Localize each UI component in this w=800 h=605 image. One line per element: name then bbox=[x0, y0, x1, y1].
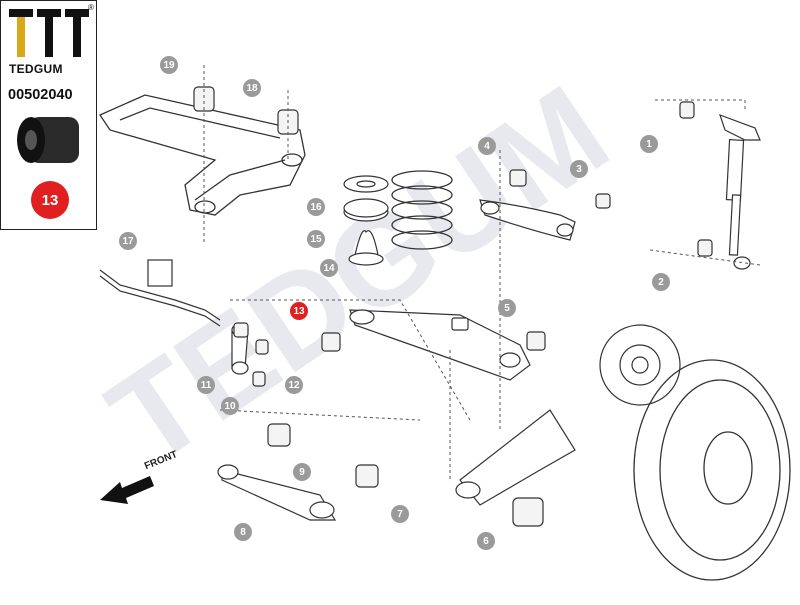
knuckle-bracket bbox=[455, 409, 576, 506]
part-code: 00502040 bbox=[8, 87, 73, 103]
bushings bbox=[193, 86, 713, 527]
tedgum-logo-icon bbox=[9, 9, 89, 57]
callout-18: 18 bbox=[243, 79, 261, 97]
coil-spring bbox=[391, 170, 453, 250]
callout-10: 10 bbox=[221, 397, 239, 415]
callout-2: 2 bbox=[652, 273, 670, 291]
callout-11: 11 bbox=[197, 376, 215, 394]
callout-14: 14 bbox=[320, 259, 338, 277]
callout-8: 8 bbox=[234, 523, 252, 541]
callout-13: 13 bbox=[290, 302, 308, 320]
highlight-badge: 13 bbox=[31, 181, 69, 219]
registered-mark: ® bbox=[88, 3, 94, 12]
lateral-link bbox=[217, 464, 337, 521]
stabilizer-bar bbox=[99, 259, 221, 327]
shock-absorber bbox=[719, 114, 761, 270]
bushing-thumbnail-icon bbox=[17, 117, 79, 163]
callout-6: 6 bbox=[477, 532, 495, 550]
lower-control-arm bbox=[349, 309, 531, 381]
callout-17: 17 bbox=[119, 232, 137, 250]
callout-7: 7 bbox=[391, 505, 409, 523]
wheel-tire bbox=[633, 359, 791, 581]
brand-name: TEDGUM bbox=[9, 62, 63, 76]
front-direction-arrow-icon bbox=[100, 476, 154, 504]
spring-seat-parts bbox=[343, 175, 389, 266]
brand-panel: ® TEDGUM 00502040 13 bbox=[0, 0, 97, 230]
callout-16: 16 bbox=[307, 198, 325, 216]
callout-1: 1 bbox=[640, 135, 658, 153]
callout-4: 4 bbox=[478, 137, 496, 155]
callout-5: 5 bbox=[498, 299, 516, 317]
subframe bbox=[99, 94, 306, 216]
callout-15: 15 bbox=[307, 230, 325, 248]
callout-9: 9 bbox=[293, 463, 311, 481]
upper-arm bbox=[479, 199, 576, 241]
callout-3: 3 bbox=[570, 160, 588, 178]
callout-12: 12 bbox=[285, 376, 303, 394]
leader-lines bbox=[203, 65, 761, 480]
wheel-hub bbox=[599, 324, 681, 406]
callout-19: 19 bbox=[160, 56, 178, 74]
